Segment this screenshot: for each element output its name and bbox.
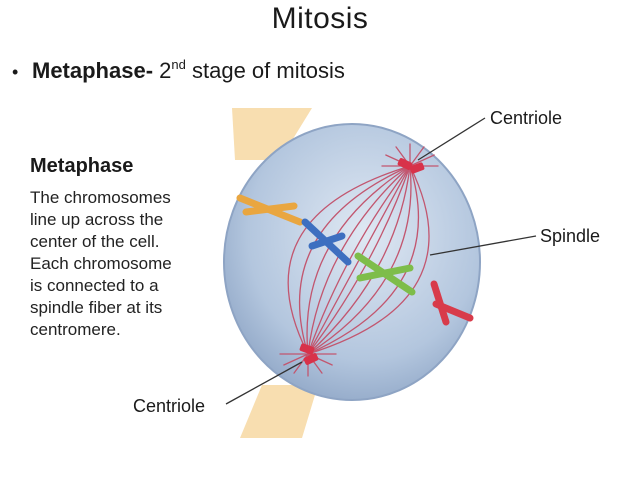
spindle-fiber: [307, 165, 412, 355]
astral-ray: [307, 353, 333, 366]
slide-title: Mitosis: [271, 2, 369, 35]
description-text: The chromosomes line up across the cente…: [30, 187, 220, 341]
description-line: is connected to a: [30, 276, 159, 295]
spindle-fiber: [287, 165, 411, 355]
spindle-fiber: [307, 165, 411, 355]
chromosome-blue: [301, 218, 352, 266]
bullet-metaphase: • Metaphase- 2nd stage of mitosis: [12, 52, 345, 85]
bullet-dot-icon: •: [12, 62, 19, 82]
bullet-term: Metaphase-: [32, 58, 154, 83]
label-centriole-bottom: Centriole: [133, 396, 205, 416]
description-line: line up across the: [30, 210, 164, 229]
bullet-ordinal-suffix: nd: [171, 57, 186, 72]
spindle-fiber: [298, 165, 411, 355]
astral-ray: [409, 154, 435, 167]
bullet-ordinal: 2: [159, 58, 172, 83]
astral-ray: [395, 146, 411, 167]
astral-ray: [385, 154, 411, 167]
spindle-fiber: [307, 165, 420, 355]
astral-ray: [307, 353, 323, 374]
description-heading: Metaphase: [30, 155, 134, 177]
centriole-top: [397, 158, 425, 174]
description-line: spindle fiber at its: [30, 298, 163, 317]
description-line: Each chromosome: [30, 254, 172, 273]
spindle-fiber: [307, 165, 411, 355]
spindle-fiber: [307, 165, 411, 355]
astral-ray: [409, 146, 425, 167]
description-line: center of the cell.: [30, 232, 160, 251]
spindle-fiber: [307, 165, 430, 355]
label-centriole-top: Centriole: [490, 108, 562, 128]
spindle-fiber: [307, 165, 411, 355]
centriole-bottom: [299, 343, 319, 365]
chromosome-green: [354, 252, 416, 296]
centriole-bottom-pointer: [225, 361, 303, 405]
chromosome-red: [430, 280, 474, 326]
description-line: The chromosomes: [30, 188, 171, 207]
metaphase-plate-band: [240, 385, 318, 438]
spindle-pointer: [429, 235, 537, 256]
metaphase-plate-band: [232, 108, 312, 160]
cell-body: [223, 123, 481, 401]
description-line: centromere.: [30, 320, 121, 339]
spindle-fiber: [306, 165, 411, 355]
chromosome-orange: [236, 194, 304, 226]
astral-ray: [293, 353, 309, 374]
astral-ray: [283, 353, 309, 366]
centriole-top-pointer: [417, 117, 486, 161]
label-spindle: Spindle: [540, 226, 600, 246]
spindle-fiber: [307, 165, 411, 355]
bullet-rest: stage of mitosis: [185, 58, 345, 83]
spindle-fibers: [279, 143, 439, 377]
